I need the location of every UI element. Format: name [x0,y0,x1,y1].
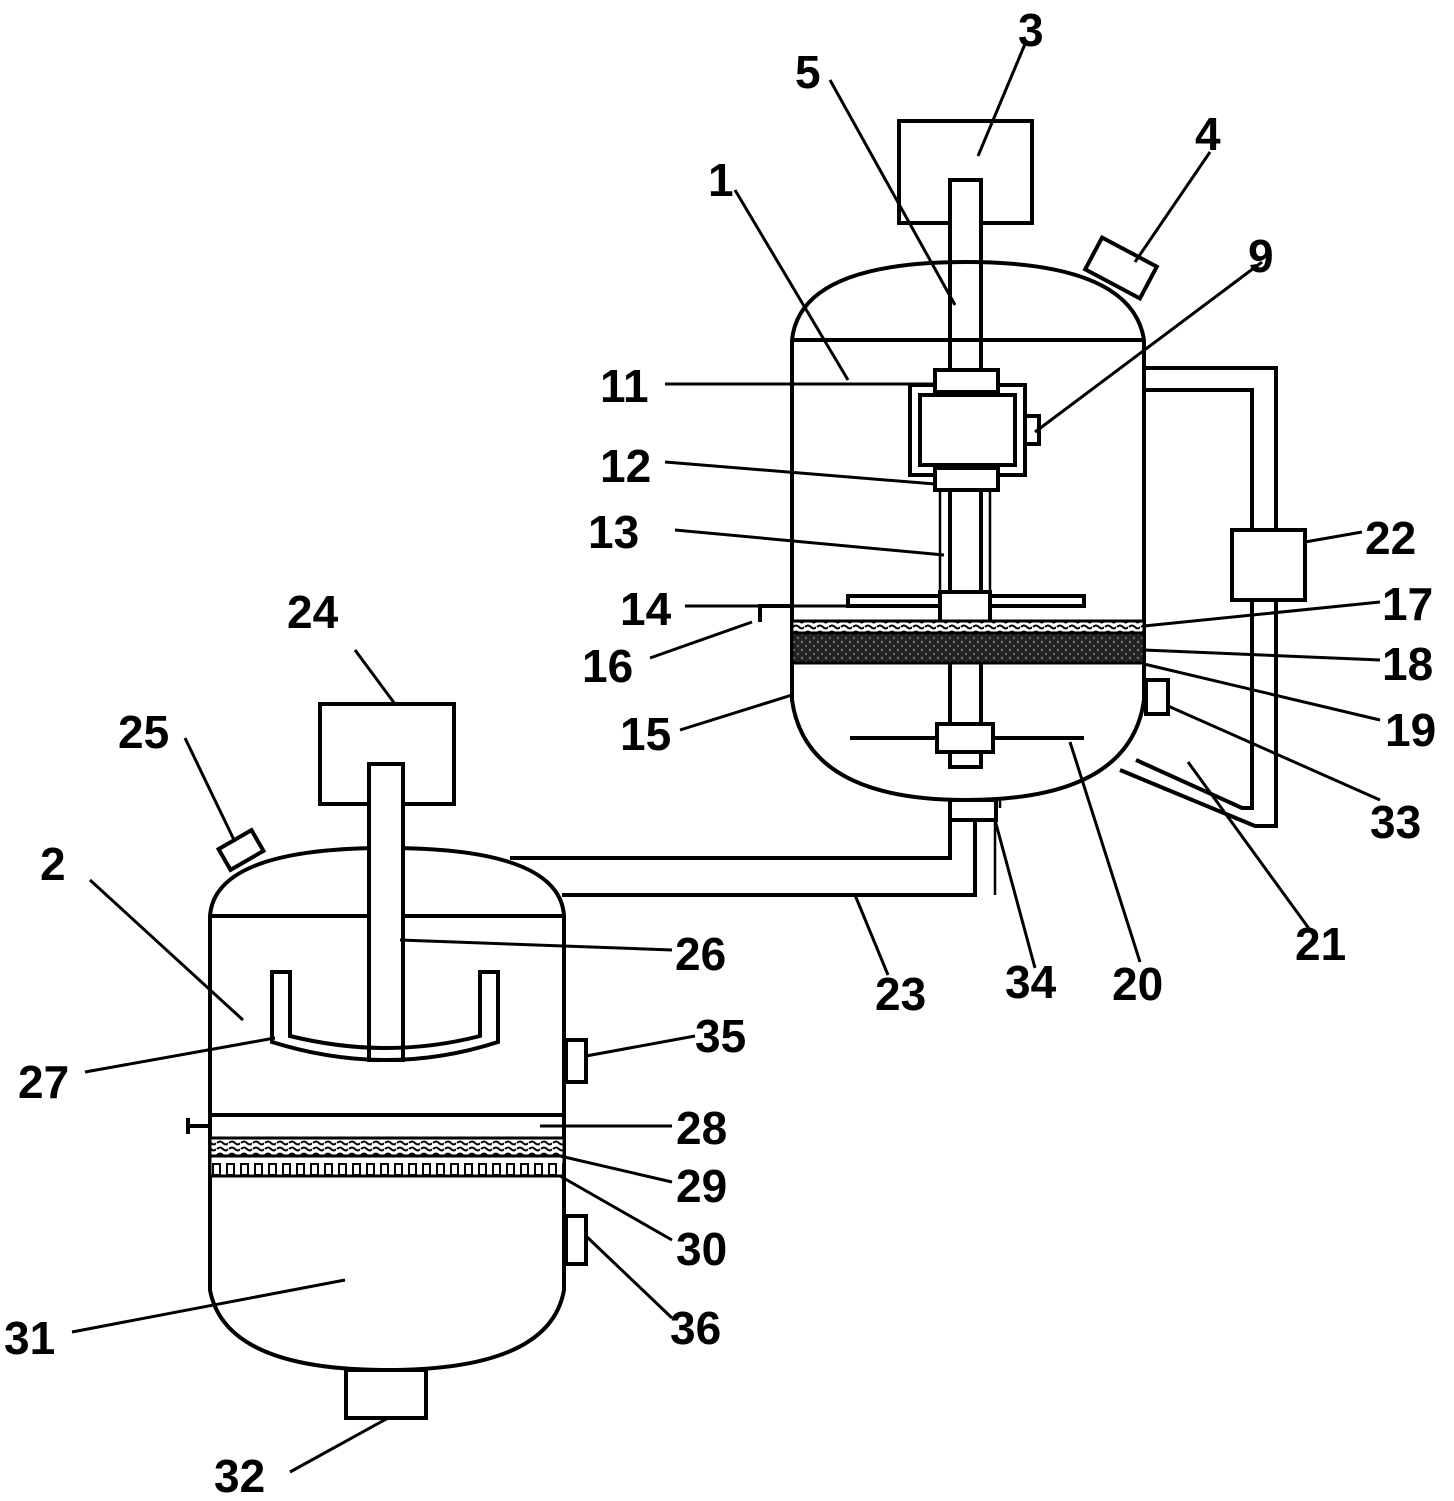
upper-bearing [933,368,1000,394]
upper-side-sensor [564,1038,588,1084]
lower-bearing [933,466,1000,492]
upper-reaction-tank [758,119,1307,828]
filter-layer-top [790,619,1146,635]
lower-filter-layer-grid [208,1154,566,1178]
part-labels: 3 5 4 1 9 11 12 13 14 16 15 17 18 19 33 … [4,4,1436,1501]
circulation-pump [1230,528,1307,602]
label-22: 22 [1365,512,1416,564]
label-30: 30 [676,1223,727,1275]
label-9: 9 [1248,230,1274,282]
label-13: 13 [588,506,639,558]
lower-filter-layer-wave [208,1136,566,1158]
lower-settling-tank [186,702,588,1420]
label-27: 27 [18,1056,69,1108]
circulation-pipe-outer [1119,366,1278,828]
label-1: 1 [708,154,734,206]
connecting-pipe-lower [562,820,977,897]
lower-tank-body [208,845,566,1373]
lower-stirrer-hub [935,722,995,754]
label-17: 17 [1382,578,1433,630]
upper-feed-inlet [1082,234,1160,302]
circulation-pipe-inner [1135,388,1254,810]
level-sensor [1144,678,1170,716]
label-11: 11 [600,360,649,412]
label-15: 15 [620,708,671,760]
label-34: 34 [1005,956,1057,1008]
label-2: 2 [40,838,66,890]
label-18: 18 [1382,638,1433,690]
label-35: 35 [695,1010,746,1062]
label-36: 36 [670,1302,721,1354]
anchor-stirrer [270,970,500,1062]
label-4: 4 [1195,108,1221,160]
lower-side-sensor [564,1214,588,1266]
label-24: 24 [287,586,339,638]
label-23: 23 [875,968,926,1020]
label-33: 33 [1370,796,1421,848]
lower-bottom-outlet [344,1368,428,1420]
leader-lines [71,43,1381,1474]
label-12: 12 [600,440,651,492]
label-21: 21 [1295,918,1346,970]
label-32: 32 [214,1450,265,1501]
label-5: 5 [795,46,821,98]
connecting-pipe-upper [510,820,952,860]
label-19: 19 [1385,704,1436,756]
gearbox-inner [918,393,1017,467]
filter-layer-dense [790,631,1146,665]
label-31: 31 [4,1312,55,1364]
lower-stirring-shaft [367,762,405,1062]
bottom-outlet [948,798,998,822]
label-3: 3 [1018,4,1044,56]
label-16: 16 [582,640,633,692]
label-28: 28 [676,1102,727,1154]
label-14: 14 [620,583,672,635]
scraper-hub [938,590,992,624]
label-29: 29 [676,1160,727,1212]
label-25: 25 [118,706,169,758]
label-26: 26 [675,928,726,980]
label-20: 20 [1112,958,1163,1010]
